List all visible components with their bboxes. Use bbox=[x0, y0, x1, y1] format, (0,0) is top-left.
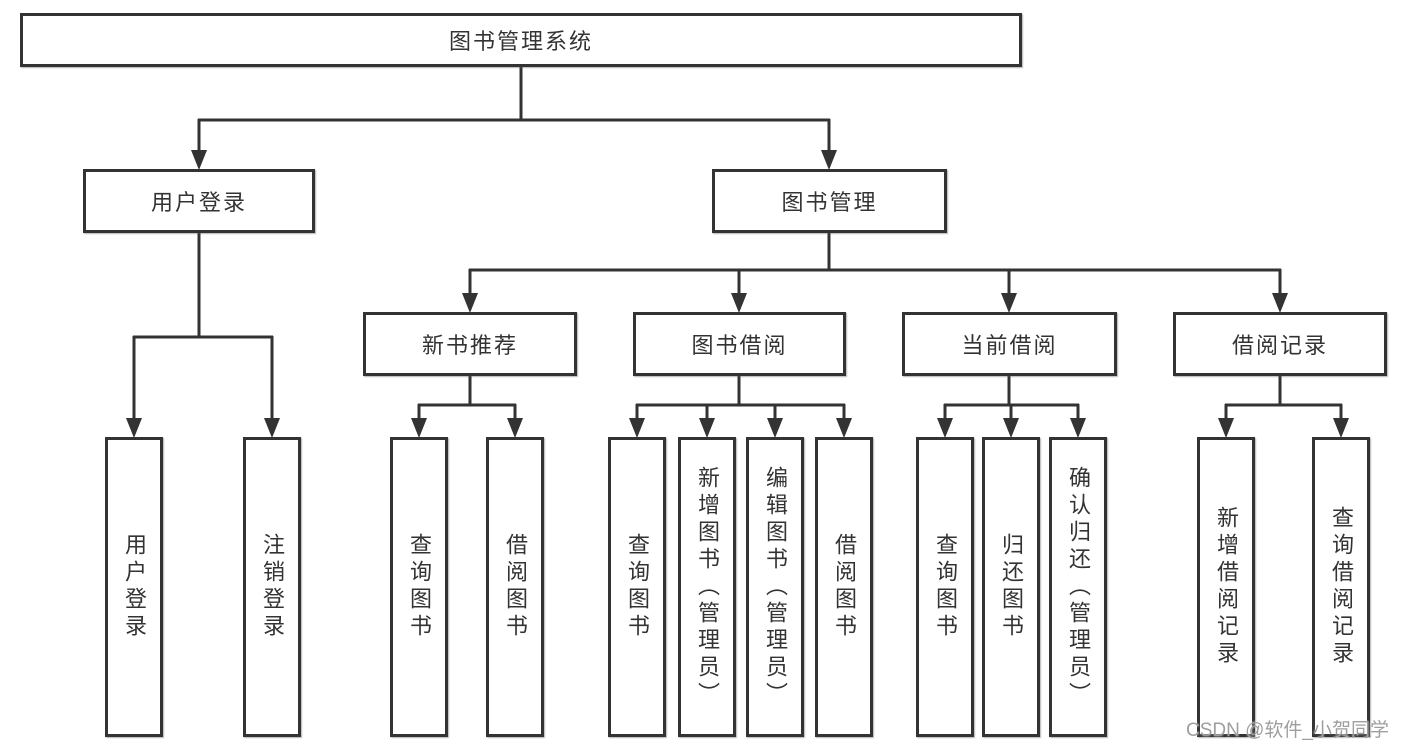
leaf-add-book-admin: 新增图书（管理员） bbox=[678, 437, 736, 737]
leaf-query-borrow-record: 查询借阅记录 bbox=[1312, 437, 1370, 737]
node-borrowing-records: 借阅记录 bbox=[1173, 312, 1387, 376]
leaf-query-books-current: 查询图书 bbox=[916, 437, 974, 737]
leaf-edit-book-admin-label: 编辑图书（管理员） bbox=[763, 465, 788, 709]
leaf-add-book-admin-label: 新增图书（管理员） bbox=[695, 465, 720, 709]
node-new-book-recommend: 新书推荐 bbox=[363, 312, 577, 376]
leaf-confirm-return-admin: 确认归还（管理员） bbox=[1049, 437, 1107, 737]
csdn-watermark: CSDN @软件_小贺同学 bbox=[1186, 720, 1389, 741]
leaf-logout-label: 注销登录 bbox=[260, 533, 285, 641]
leaf-return-book: 归还图书 bbox=[982, 437, 1040, 737]
leaf-borrow-books-borrowing: 借阅图书 bbox=[815, 437, 873, 737]
leaf-return-book-label: 归还图书 bbox=[999, 533, 1024, 641]
node-book-management-label: 图书管理 bbox=[781, 190, 878, 215]
leaf-query-books-borrowing: 查询图书 bbox=[608, 437, 666, 737]
leaf-borrow-books-recommend-label: 借阅图书 bbox=[503, 533, 528, 641]
node-user-login-label: 用户登录 bbox=[150, 190, 247, 215]
leaf-edit-book-admin: 编辑图书（管理员） bbox=[746, 437, 804, 737]
leaf-query-books-current-label: 查询图书 bbox=[933, 533, 958, 641]
leaf-query-books-recommend: 查询图书 bbox=[390, 437, 448, 737]
node-library-system: 图书管理系统 bbox=[20, 13, 1022, 67]
leaf-user-login-label: 用户登录 bbox=[122, 533, 147, 641]
node-book-borrowing-label: 图书借阅 bbox=[691, 333, 788, 358]
leaf-confirm-return-admin-label: 确认归还（管理员） bbox=[1066, 465, 1091, 709]
leaf-query-books-recommend-label: 查询图书 bbox=[407, 533, 432, 641]
node-new-book-recommend-label: 新书推荐 bbox=[421, 333, 518, 358]
leaf-query-borrow-record-label: 查询借阅记录 bbox=[1329, 506, 1354, 668]
node-library-system-label: 图书管理系统 bbox=[448, 29, 593, 54]
node-borrowing-records-label: 借阅记录 bbox=[1231, 333, 1328, 358]
leaf-user-login: 用户登录 bbox=[105, 437, 163, 737]
node-book-borrowing: 图书借阅 bbox=[633, 312, 846, 376]
leaf-logout: 注销登录 bbox=[243, 437, 301, 737]
node-current-borrowing-label: 当前借阅 bbox=[961, 333, 1058, 358]
leaf-add-borrow-record: 新增借阅记录 bbox=[1197, 437, 1255, 737]
node-user-login: 用户登录 bbox=[83, 169, 315, 233]
leaf-borrow-books-recommend: 借阅图书 bbox=[486, 437, 544, 737]
node-current-borrowing: 当前借阅 bbox=[902, 312, 1117, 376]
node-book-management: 图书管理 bbox=[712, 169, 947, 233]
leaf-borrow-books-borrowing-label: 借阅图书 bbox=[832, 533, 857, 641]
leaf-query-books-borrowing-label: 查询图书 bbox=[625, 533, 650, 641]
leaf-add-borrow-record-label: 新增借阅记录 bbox=[1214, 506, 1239, 668]
